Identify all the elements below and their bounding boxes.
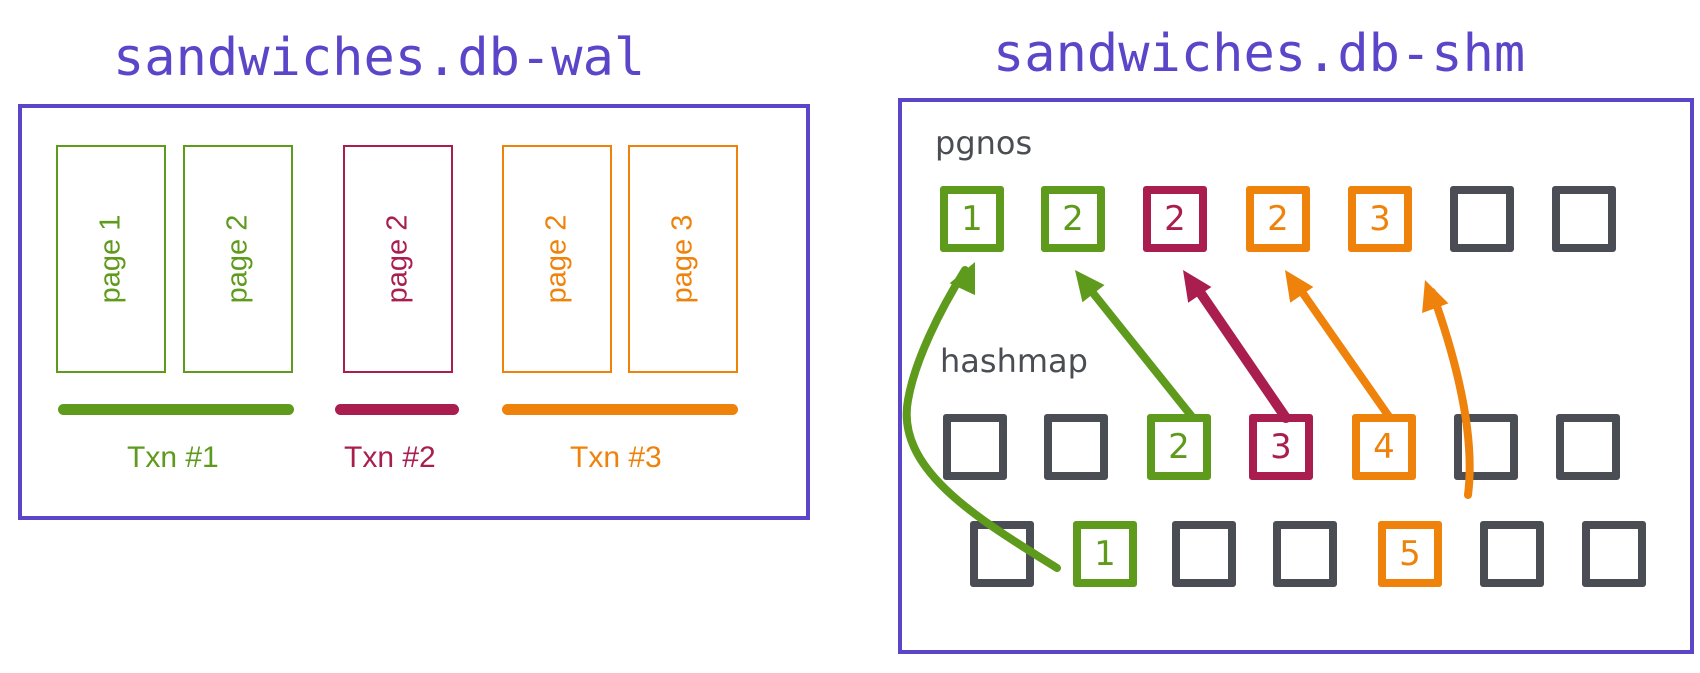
wal-page-label: page 2 (381, 214, 414, 304)
pgnos-slot-value: 1 (961, 199, 983, 239)
wal-page-frame: page 1 (56, 145, 166, 373)
txn-3-label: Txn #3 (570, 441, 662, 474)
pgnos-slot-value: 3 (1369, 199, 1391, 239)
hashmap-slot-value: 1 (1094, 534, 1116, 574)
hashmap-slot-value: 2 (1168, 427, 1190, 467)
wal-page-frame: page 2 (183, 145, 293, 373)
hashmap-slot (1582, 521, 1646, 587)
pgnos-slot (1552, 186, 1616, 252)
hashmap-slot (1454, 414, 1518, 480)
hashmap-slot (970, 521, 1034, 587)
shm-file-title: sandwiches.db-shm (993, 24, 1526, 84)
wal-page-label: page 2 (540, 214, 573, 304)
pgnos-slot-value: 2 (1267, 199, 1289, 239)
pgnos-slot-value: 2 (1062, 199, 1084, 239)
hashmap-slot (1044, 414, 1108, 480)
wal-file-title: sandwiches.db-wal (113, 28, 646, 88)
shm-file-frame (898, 98, 1694, 654)
hashmap-slot: 5 (1378, 521, 1442, 587)
wal-page-label: page 2 (221, 214, 254, 304)
pgnos-slot: 1 (940, 186, 1004, 252)
wal-page-frame: page 3 (628, 145, 738, 373)
hashmap-label: hashmap (940, 342, 1088, 380)
txn-1-bar (58, 404, 294, 415)
hashmap-slot: 3 (1249, 414, 1313, 480)
pgnos-slot: 3 (1348, 186, 1412, 252)
pgnos-slot: 2 (1246, 186, 1310, 252)
hashmap-slot: 4 (1352, 414, 1416, 480)
hashmap-slot: 1 (1073, 521, 1137, 587)
txn-2-bar (335, 404, 459, 415)
wal-file-frame (18, 104, 810, 520)
txn-2-label: Txn #2 (344, 441, 436, 474)
hashmap-slot-value: 4 (1373, 427, 1395, 467)
hashmap-slot (1556, 414, 1620, 480)
wal-page-label: page 1 (94, 214, 127, 304)
pgnos-slot: 2 (1143, 186, 1207, 252)
wal-page-frame: page 2 (343, 145, 453, 373)
hashmap-slot-value: 5 (1399, 534, 1421, 574)
hashmap-slot: 2 (1147, 414, 1211, 480)
wal-page-frame: page 2 (502, 145, 612, 373)
hashmap-slot (943, 414, 1007, 480)
txn-1-label: Txn #1 (127, 441, 219, 474)
hashmap-slot (1273, 521, 1337, 587)
wal-page-label: page 3 (666, 214, 699, 304)
hashmap-slot (1480, 521, 1544, 587)
hashmap-slot (1172, 521, 1236, 587)
pgnos-label: pgnos (935, 124, 1033, 162)
txn-3-bar (502, 404, 738, 415)
pgnos-slot-value: 2 (1164, 199, 1186, 239)
hashmap-slot-value: 3 (1270, 427, 1292, 467)
pgnos-slot: 2 (1041, 186, 1105, 252)
pgnos-slot (1450, 186, 1514, 252)
